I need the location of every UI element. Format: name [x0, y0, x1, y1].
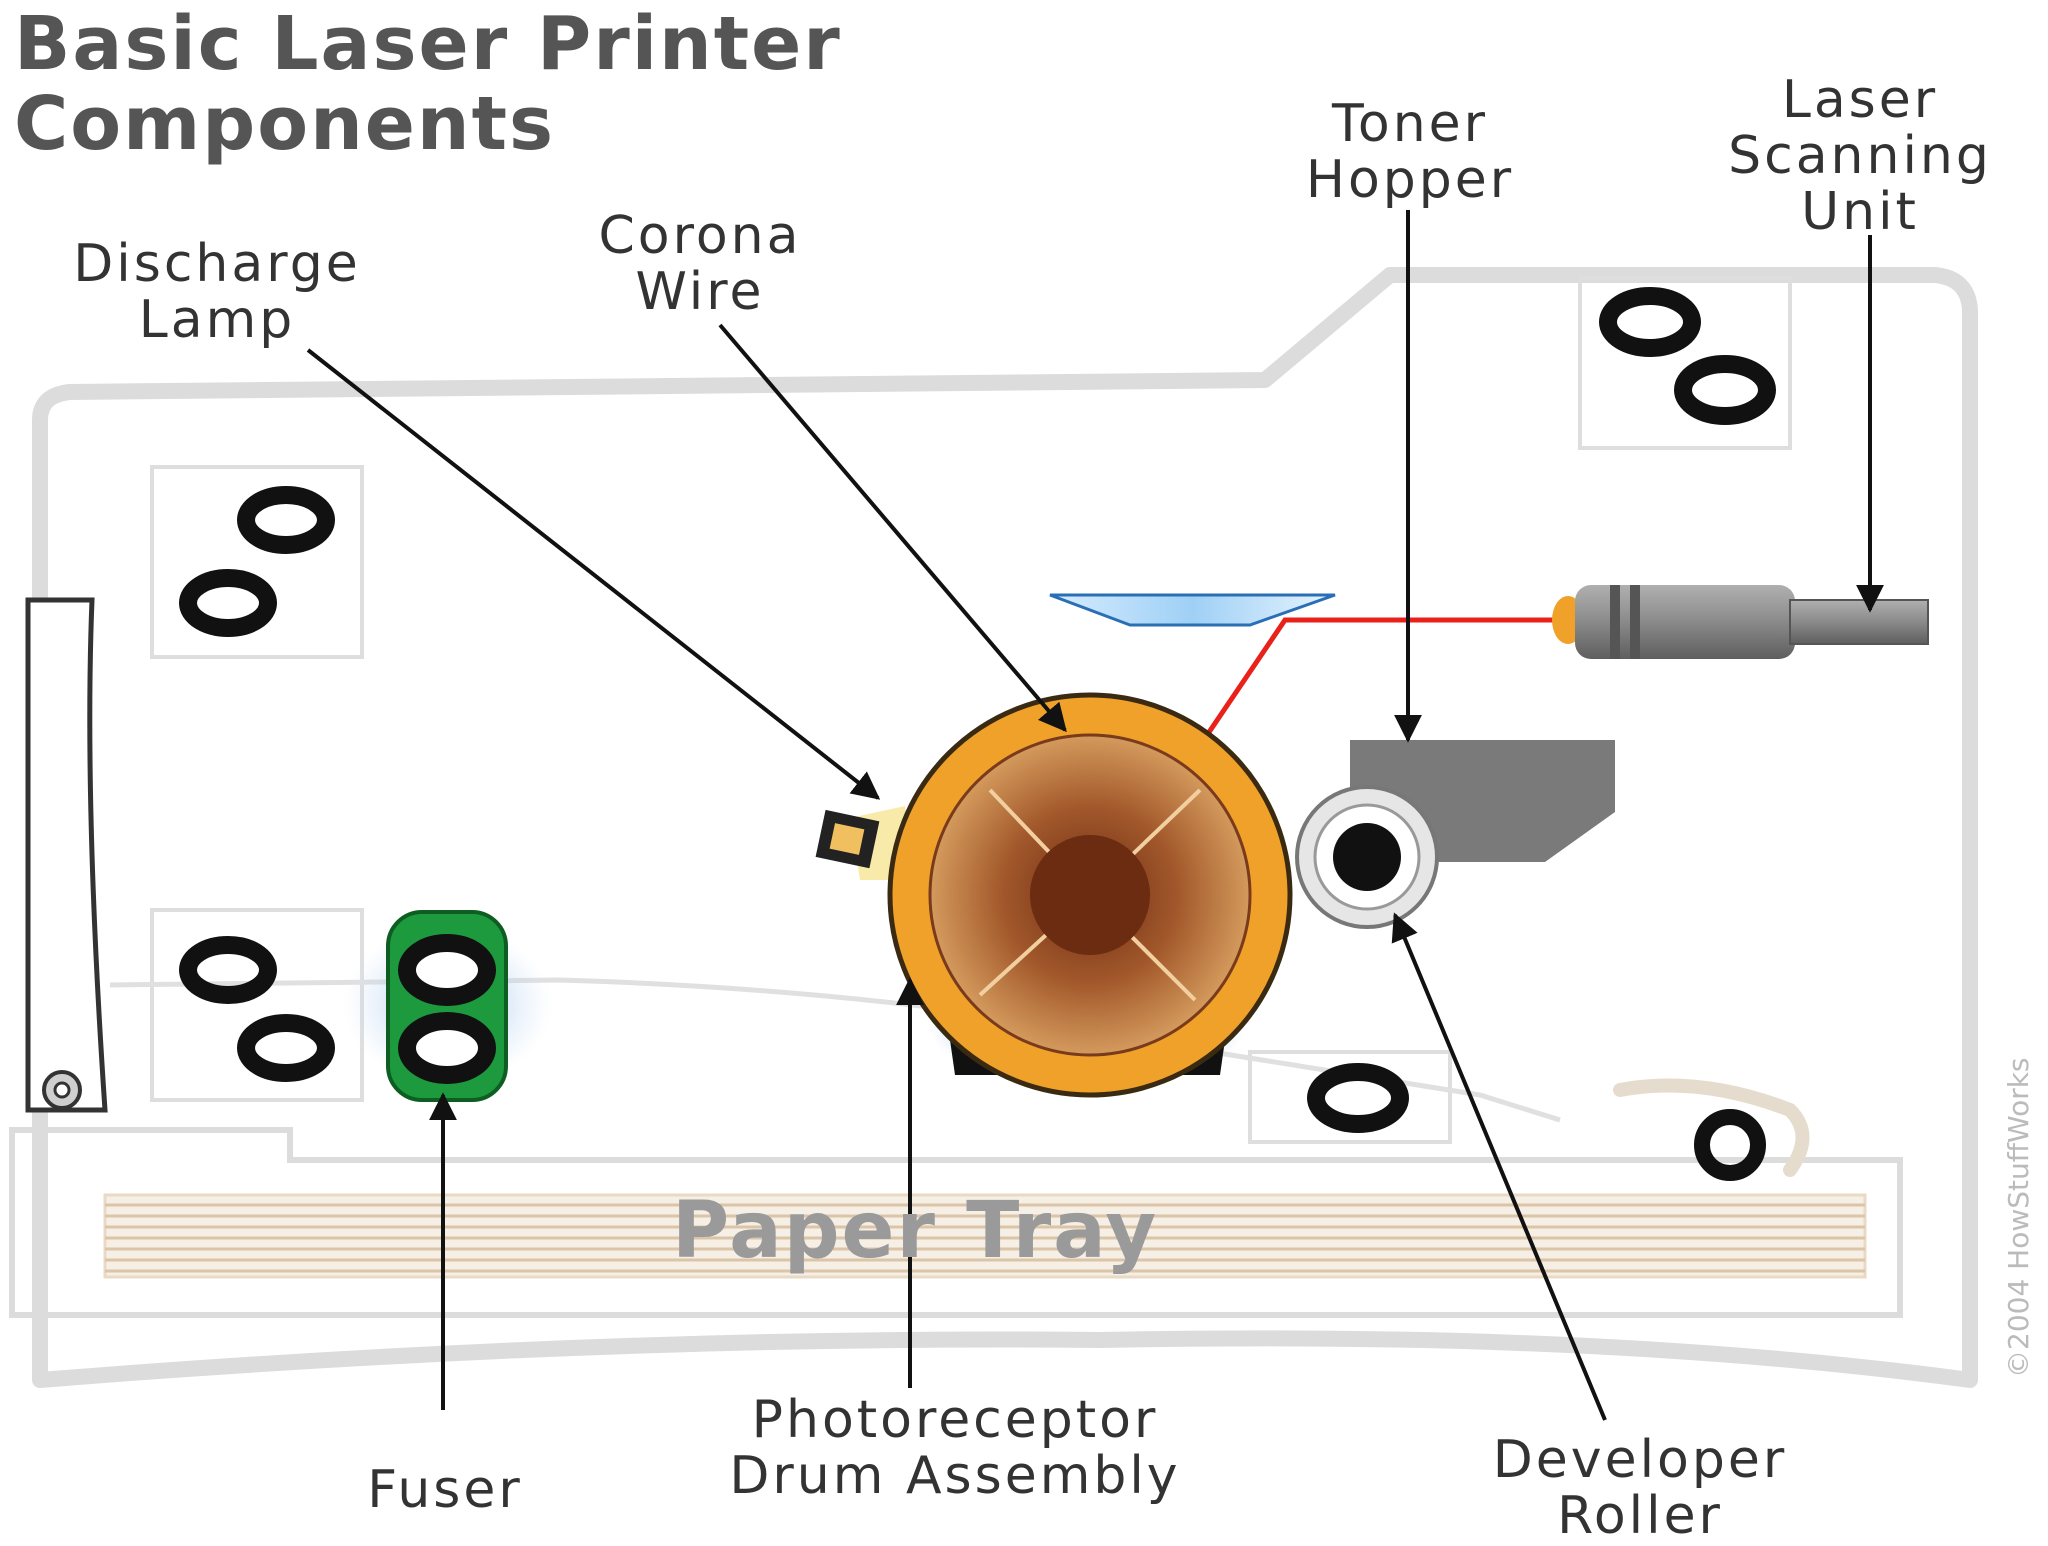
copyright-notice: ©2004 HowStuffWorks — [2002, 1057, 2035, 1378]
label-photoreceptor-drum: Photoreceptor Drum Assembly — [729, 1390, 1181, 1506]
label-developer-roller: Developer Roller — [1492, 1430, 1788, 1546]
label-laser-scanning-unit: Laser Scanning Unit — [1728, 70, 1992, 242]
output-tray — [25, 597, 108, 1113]
label-corona-wire: Corona Wire — [598, 206, 802, 322]
roller-housings — [150, 276, 1792, 1144]
label-toner-hopper: Toner Hopper — [1305, 94, 1515, 210]
label-discharge-lamp: Discharge Lamp — [73, 234, 361, 350]
diagram-title: Basic Laser Printer Components — [14, 4, 842, 164]
developer-roller-shape — [1295, 785, 1439, 929]
title-line-1: Basic Laser Printer — [14, 1, 842, 87]
laser-beam — [1177, 617, 1560, 777]
scanning-mirror — [1049, 593, 1336, 627]
printer-housing — [32, 267, 1978, 1388]
title-line-2: Components — [14, 81, 556, 167]
laser-unit-shape — [1552, 585, 1929, 659]
paper-tray — [9, 1078, 1903, 1318]
callout-arrows — [306, 210, 1884, 1421]
label-fuser: Fuser — [367, 1460, 523, 1520]
fuser-assembly — [343, 910, 553, 1102]
label-paper-tray: Paper Tray — [672, 1186, 1159, 1276]
rollers — [179, 287, 1776, 1133]
photoreceptor-drum-shape — [887, 692, 1293, 1098]
